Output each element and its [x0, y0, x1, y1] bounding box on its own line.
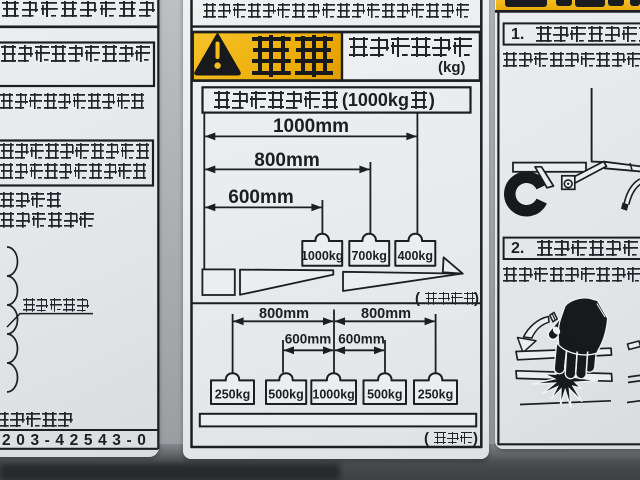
svg-text:500kg: 500kg [367, 388, 402, 402]
svg-text:400kg: 400kg [398, 249, 433, 263]
svg-text:500kg: 500kg [268, 388, 303, 402]
svg-text:250kg: 250kg [215, 388, 250, 402]
svg-text:250kg: 250kg [418, 388, 453, 402]
svg-text:203-42543-0: 203-42543-0 [2, 432, 152, 449]
svg-text:800mm: 800mm [361, 306, 411, 322]
svg-text:600mm: 600mm [285, 332, 332, 347]
svg-text:1000kg: 1000kg [301, 249, 343, 263]
svg-text:1000kg: 1000kg [312, 388, 354, 402]
svg-text:600mm: 600mm [228, 187, 294, 208]
svg-text:700kg: 700kg [351, 249, 386, 263]
svg-text:600mm: 600mm [338, 332, 385, 347]
svg-text:800mm: 800mm [259, 306, 309, 322]
svg-text:800mm: 800mm [254, 150, 320, 171]
svg-text:1000mm: 1000mm [273, 116, 349, 137]
